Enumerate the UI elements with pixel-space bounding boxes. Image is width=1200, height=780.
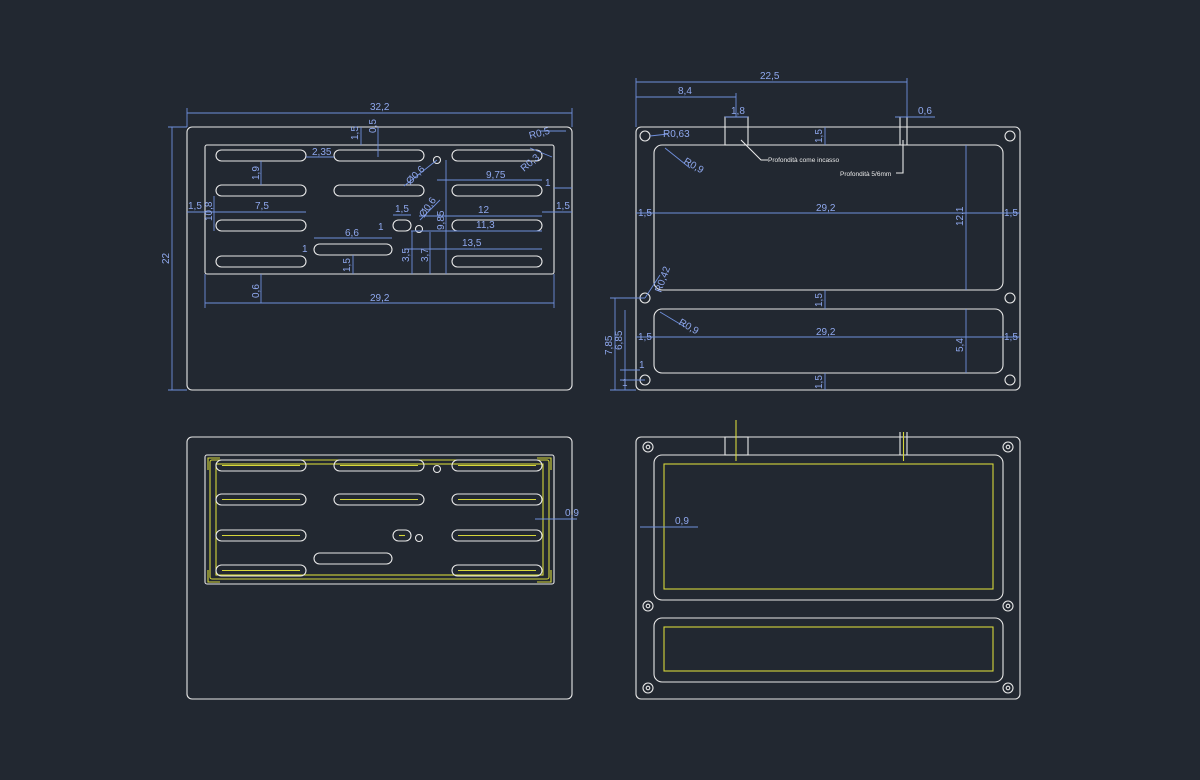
small-slot <box>392 219 412 232</box>
inner-profile-2 <box>215 463 544 576</box>
outer-box <box>635 436 1021 700</box>
screw-hole <box>1004 292 1016 304</box>
outer-plate <box>186 126 573 391</box>
slot <box>313 243 393 256</box>
view-bottom-right: 0,9 <box>635 420 1021 700</box>
top-notch <box>724 116 749 146</box>
dim-685: 6,85 <box>614 330 625 350</box>
slots <box>215 459 543 577</box>
dim-long-slot: 6,6 <box>345 228 359 239</box>
dim-inner-292b: 29,2 <box>816 327 836 338</box>
note-recess-depth: Profondità come incasso <box>768 157 840 164</box>
dim-top-15: 1,5 <box>814 129 825 143</box>
dim-left-margin: 1,5 <box>188 201 202 212</box>
lower-window <box>653 617 1004 683</box>
outer-box <box>635 126 1021 391</box>
screw-hole <box>1004 374 1016 386</box>
hole <box>414 224 424 234</box>
dim-radius-09: R0,9 <box>682 156 706 176</box>
dim-overall-width: 32,2 <box>370 102 390 113</box>
dim-offset-09: 0,9 <box>675 516 689 527</box>
hole <box>432 155 442 165</box>
dim-small-15: 1,5 <box>395 204 409 215</box>
dim-slot-height: 1,9 <box>251 166 262 180</box>
inner-plate <box>204 454 555 585</box>
dim-1: 1 <box>639 360 645 371</box>
dimension-lines <box>610 78 1020 391</box>
dim-left-15: 1,5 <box>638 208 652 219</box>
dim-985: 9,85 <box>436 210 447 230</box>
dim-left-15b: 1,5 <box>638 332 652 343</box>
dim-one: 1 <box>302 244 308 255</box>
dim-bottom-15: 1,5 <box>814 375 825 389</box>
view-bottom-left: 0,9 <box>186 436 579 700</box>
dim-right-15: 1,5 <box>1004 208 1018 219</box>
slot <box>451 219 543 232</box>
dim-1b: 1 <box>622 378 628 389</box>
dim-notch-width: 1,8 <box>731 106 745 117</box>
slot <box>215 149 307 162</box>
screw-hole <box>639 130 651 142</box>
dim-35: 3,5 <box>401 248 412 262</box>
dim-radius-09b: R0,9 <box>677 317 701 337</box>
dim-right-15b: 1,5 <box>1004 332 1018 343</box>
dim-height-108: 10,8 <box>204 201 215 221</box>
outer-plate <box>186 436 573 700</box>
dim-06: 0,6 <box>251 284 262 298</box>
dim-inner-width: 29,2 <box>370 293 390 304</box>
upper-inner-profile <box>663 463 994 590</box>
slot <box>215 184 307 197</box>
dimension-labels: 22,5 8,4 1,8 0,6 R0,63 1,5 R0,9 1,5 29,2… <box>604 71 1018 389</box>
dim-overall-height: 22 <box>161 252 172 264</box>
slot <box>451 184 543 197</box>
slot <box>451 149 543 162</box>
slot <box>215 255 307 268</box>
dim-right-margin: 1,5 <box>556 201 570 212</box>
leader-notes: Profondità come incasso Profondità 5/6mm <box>740 139 904 178</box>
dim-offset-09: 0,9 <box>565 508 579 519</box>
slot <box>333 149 425 162</box>
dim-offset-84: 8,4 <box>678 86 692 97</box>
dim-radius-063: R0,63 <box>663 129 690 140</box>
dim-top-small-1: 1,5 <box>350 126 361 140</box>
lower-inner-profile <box>663 626 994 672</box>
dim-radius-3: R0,3 <box>519 152 543 174</box>
dim-overall-width: 22,5 <box>760 71 780 82</box>
dim-pin-width: 0,6 <box>918 106 932 117</box>
dim-785: 7,85 <box>604 335 615 355</box>
dim-hole-dia: Ø0,6 <box>404 164 427 187</box>
inner-plate <box>204 144 555 275</box>
note-depth-56: Profondità 5/6mm <box>840 171 891 178</box>
screw-hole <box>1004 130 1016 142</box>
slot <box>451 255 543 268</box>
dim-975: 9,75 <box>486 170 506 181</box>
slot <box>333 184 425 197</box>
dim-113: 11,3 <box>476 220 495 231</box>
slots <box>215 149 543 268</box>
view-top-right: 22,5 8,4 1,8 0,6 R0,63 1,5 R0,9 1,5 29,2… <box>604 71 1021 391</box>
upper-window <box>653 454 1004 601</box>
dim-mid-15: 1,5 <box>814 293 825 307</box>
upper-window <box>653 144 1004 291</box>
dimension-lines <box>168 108 573 391</box>
dim-12: 12 <box>478 205 490 216</box>
dim-37: 3,7 <box>420 248 431 262</box>
dim-slot-len: 7,5 <box>255 201 269 212</box>
dim-15b: 1,5 <box>342 258 353 272</box>
lower-window <box>653 308 1004 374</box>
inner-profile <box>209 459 550 580</box>
dim-135: 13,5 <box>462 238 482 249</box>
view-top-left: 32,2 22 1,5 0,5 R0,5 2,35 R0,3 Ø0,6 1,9 … <box>161 102 573 391</box>
dim-right-1: 1 <box>545 178 551 189</box>
dim-top-small-2: 0,5 <box>368 119 379 133</box>
slot <box>215 219 307 232</box>
dim-small-1: 1 <box>378 222 384 233</box>
dim-height-54: 5,4 <box>955 338 966 352</box>
dim-radius-corner: R0,5 <box>528 126 552 142</box>
dim-height-121: 12,1 <box>955 206 966 226</box>
dim-slot-gap: 2,35 <box>312 147 332 158</box>
dim-inner-292: 29,2 <box>816 203 836 214</box>
